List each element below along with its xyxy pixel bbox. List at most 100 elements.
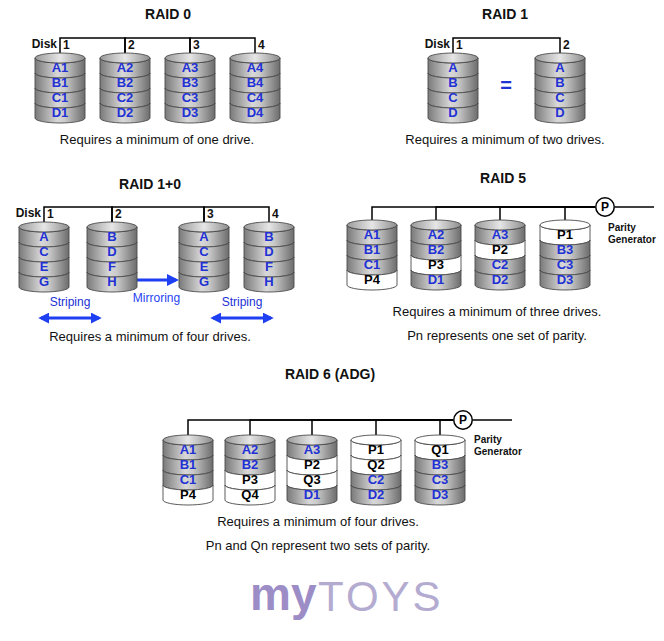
block-label: P1 [540,227,590,242]
block-label: P3 [225,472,275,487]
block-label: D1 [411,272,461,287]
block-label: A [428,60,478,75]
generator-outline [596,198,615,217]
disk-cylinder: A2B2C2D2 [100,53,150,123]
block-label: B [428,75,478,90]
disk-label: Disk [32,38,57,52]
platter-band [165,103,215,123]
block-label: F [87,259,137,274]
block-label: B4 [230,75,280,90]
parity-generator-label: Parity Generator [474,434,528,457]
disk-number: 2 [128,39,135,53]
block-label: E [19,259,69,274]
bus-wire [190,38,255,53]
disk-cylinder: A2B2P3Q4 [225,435,275,505]
striping-arrow [41,317,99,320]
block-label: B1 [347,242,397,257]
raid-title: RAID 0 [145,6,191,22]
caption: Requires a minimum of two drives. [405,133,604,148]
block-label: P2 [287,457,337,472]
platter-band [225,485,275,505]
block-label: B1 [35,75,85,90]
disk-cylinder: A1B1C1D1 [35,53,85,123]
raid-title: RAID 6 (ADG) [285,366,375,382]
parity-wire [500,207,595,220]
platter-band [244,272,294,292]
block-label: P1 [351,442,401,457]
block-label: A [19,229,69,244]
block-label: C [535,90,585,105]
block-label: D1 [287,487,337,502]
platter-band [415,485,465,505]
block-label: G [19,274,69,289]
disk-number: 1 [456,39,463,53]
block-label: A3 [165,60,215,75]
striping-label: Striping [50,296,91,310]
bus-line [615,206,654,208]
disk-cylinder: P1B3C3D3 [540,220,590,290]
parity-wire [188,420,453,435]
generator-outline [454,411,473,430]
block-label: A4 [230,60,280,75]
disk-label: Disk [425,38,450,52]
block-label: B1 [163,457,213,472]
disk-cylinder: ABCD [535,53,585,123]
block-label: B2 [411,242,461,257]
disk-cylinder: BDFH [87,222,137,292]
disk-cylinder: Q1B3C3D3 [415,435,465,505]
block-label: C1 [35,90,85,105]
disk-cylinder: A3B3C3D3 [165,53,215,123]
caption: Requires a minimum of three drives. [393,305,602,320]
block-label: B2 [225,457,275,472]
block-label: Q2 [351,457,401,472]
disk-cylinder: A3P2Q3D1 [287,435,337,505]
watermark: my [250,568,316,621]
platter-band [163,485,213,505]
block-label: Q4 [225,487,275,502]
block-label: D [428,105,478,120]
caption: Requires a minimum of four drives. [217,515,419,530]
block-label: C3 [415,472,465,487]
bus-line [473,419,512,421]
block-label: C2 [100,90,150,105]
block-label: D3 [165,105,215,120]
block-label: C [179,244,229,259]
platter-band [347,270,397,290]
disk-number: 1 [63,39,70,53]
bus-wire [125,38,190,53]
disk-number: 4 [258,39,265,53]
parity-wire [565,207,595,220]
raid-title: RAID 1 [482,6,528,22]
platter-band [35,103,85,123]
disk-cylinder: A2B2P3D1 [411,220,461,290]
disk-cylinder: ACEG [179,222,229,292]
platter-band [87,272,137,292]
parity-wire [436,207,595,220]
striping-label: Striping [222,296,263,310]
block-label: A [535,60,585,75]
block-label: A2 [225,442,275,457]
platter-band [179,272,229,292]
platter-band [100,103,150,123]
bus-wire [112,207,204,222]
block-label: Q3 [287,472,337,487]
block-label: Q1 [415,442,465,457]
block-label: A3 [475,227,525,242]
disk-label: Disk [16,207,41,221]
block-label: P2 [475,242,525,257]
disk-cylinder: A3P2C2D2 [475,220,525,290]
platter-band [351,485,401,505]
parity-wire [372,207,595,220]
block-label: C2 [351,472,401,487]
disk-number: 2 [563,39,570,53]
block-label: A [179,229,229,244]
platter-band [411,270,461,290]
block-label: B3 [415,457,465,472]
block-label: C2 [475,257,525,272]
block-label: D2 [100,105,150,120]
edge-label: Mirroring [131,292,182,306]
caption: Pn represents one set of parity. [407,329,587,344]
mirroring-arrow [137,279,176,282]
platter-band [475,270,525,290]
